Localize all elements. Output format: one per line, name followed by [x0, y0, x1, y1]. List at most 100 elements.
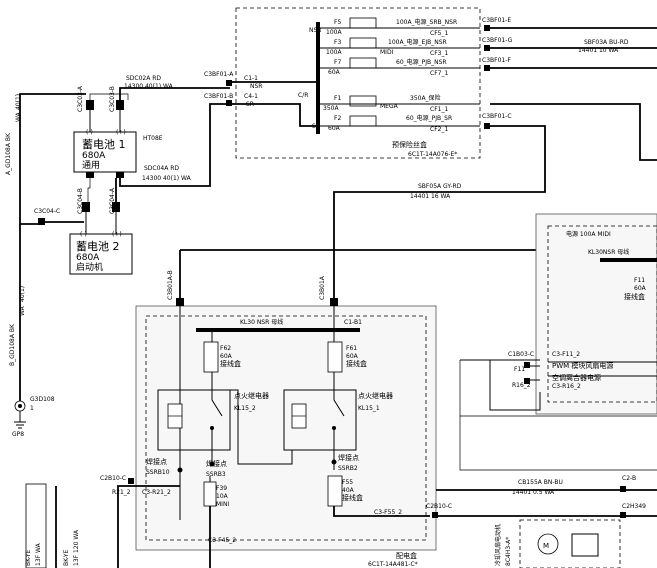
- battery-1-conn-left: C3C03-A: [77, 85, 84, 112]
- c1-label: C1-1: [244, 75, 258, 82]
- wire-sbf05a: [333, 125, 546, 298]
- svg-text:C2-B: C2-B: [622, 475, 636, 482]
- battery-1-plus: (+): [116, 129, 126, 136]
- fuse-f2: F2 60_电源_PJB_SR CF2_1 60A: [318, 114, 480, 133]
- svg-text:KL30NSR 母线: KL30NSR 母线: [588, 248, 629, 256]
- sbf05a-label: SBF05A GY-RD: [418, 183, 462, 190]
- svg-text:60A: 60A: [328, 125, 341, 132]
- pdb-bus-label: KL30 NSR 母线: [240, 318, 283, 326]
- battery-1-type: 通用: [82, 160, 100, 171]
- battery-1-box: [73, 131, 137, 173]
- svg-text:接线盒: 接线盒: [342, 493, 363, 502]
- relay-right: 点火继电器 KL15_1: [283, 372, 393, 451]
- battery-2-spec: 680A: [76, 253, 100, 263]
- wire-f1-out: [490, 103, 657, 161]
- sbf03a-code: 14401 10 WA: [578, 47, 619, 54]
- pdb-title: 配电盒: [396, 551, 417, 560]
- svg-text:接线盒: 接线盒: [624, 292, 645, 301]
- sdc04a-code: 14300 40(1) WA: [142, 175, 192, 182]
- svg-text:MEGA: MEGA: [380, 103, 399, 110]
- svg-text:G3D108: G3D108: [30, 396, 55, 403]
- svg-text:C2B10-C: C2B10-C: [426, 503, 452, 510]
- pdb-partno: 6C1T-14A481-C*: [368, 561, 418, 568]
- svg-text:C3BF01-A: C3BF01-A: [204, 71, 234, 78]
- svg-text:C3BF01-F: C3BF01-F: [482, 57, 511, 64]
- battery-1-conn-right: C3C03-B: [109, 86, 116, 112]
- svg-text:KL15_1: KL15_1: [358, 405, 380, 412]
- agd108a-code: WA: [15, 111, 22, 122]
- svg-text:F11: F11: [634, 277, 645, 284]
- svg-text:100A: 100A: [326, 49, 342, 56]
- c3-f55: C3-F55_2: [374, 509, 402, 516]
- wire-agd108a: [19, 93, 86, 190]
- svg-text:F62: F62: [220, 345, 231, 352]
- svg-text:350A: 350A: [323, 105, 339, 112]
- fuse-f62: F62 60A 接线盒: [203, 341, 241, 373]
- svg-text:SSRB3: SSRB3: [206, 471, 226, 478]
- svg-text:350A_保险: 350A_保险: [410, 94, 441, 102]
- fuse-f55: F55 40A 接线盒: [327, 475, 363, 507]
- svg-text:C2B10-C: C2B10-C: [100, 475, 126, 482]
- svg-text:C3B01A: C3B01A: [319, 275, 326, 300]
- c4-label: C4-1: [244, 93, 258, 100]
- svg-text:C3-R16_2: C3-R16_2: [552, 383, 581, 390]
- cooling-fan-motor: M 冷却风扇电动机 8C4H3-A*: [494, 519, 621, 568]
- battery-1-spec: 680A: [82, 151, 106, 161]
- svg-text:SSRB2: SSRB2: [338, 465, 358, 472]
- right-junction-box: 电源 100A MIDI KL30NSR 母线 F11 60A 接线盒 C3-F…: [535, 213, 657, 415]
- svg-text:MIDI: MIDI: [380, 49, 394, 56]
- svg-text:100A_电源_EJB_NSR: 100A_电源_EJB_NSR: [388, 38, 447, 46]
- svg-text:C3B01A-B: C3B01A-B: [167, 270, 174, 300]
- battery-1: 蓄电池 1 680A 通用 HT08E (-) (+) C3C03-A C3C0…: [73, 85, 163, 178]
- fuse-f7: F7 60_电源_PJB_NSR CF7_1 60A: [318, 57, 480, 77]
- svg-text:40A: 40A: [342, 487, 355, 494]
- cr-label: C/R: [298, 92, 308, 99]
- svg-text:60_电源_PJB_SR: 60_电源_PJB_SR: [406, 114, 452, 122]
- battery-2-conn-side: C3C04-C: [34, 208, 60, 215]
- svg-text:1: 1: [30, 405, 34, 412]
- svg-text:KL15_2: KL15_2: [234, 405, 256, 412]
- svg-text:CF5_1: CF5_1: [430, 30, 448, 37]
- sbf05a-code: 14401 16 WA: [410, 193, 451, 200]
- battery-2-title: 蓄电池 2: [76, 240, 120, 253]
- svg-text:60A: 60A: [346, 353, 359, 360]
- svg-text:C3BF01-G: C3BF01-G: [482, 37, 513, 44]
- svg-text:40(1): 40(1): [15, 94, 22, 110]
- fuse-f3: F3 100A_电源_EJB_NSR CF3_1 100A MIDI: [318, 37, 480, 57]
- svg-text:C1B03-C: C1B03-C: [508, 351, 534, 358]
- svg-text:60_电源_PJB_NSR: 60_电源_PJB_NSR: [396, 58, 447, 66]
- svg-text:CF7_1: CF7_1: [430, 70, 448, 77]
- svg-text:CF1_1: CF1_1: [430, 106, 448, 113]
- prefuse-box-frame: [235, 7, 481, 159]
- battery-2-plus: (+): [112, 231, 122, 238]
- pdb-bus-conn: C1-B1: [344, 319, 362, 326]
- pdb-box: KL30 NSR 母线 C1-B1 配电盒 6C1T-14A481-C* C3B…: [100, 249, 657, 568]
- svg-text:接线盒: 接线盒: [220, 359, 241, 368]
- svg-text:8C4H3-A*: 8C4H3-A*: [505, 537, 512, 566]
- svg-text:M: M: [543, 542, 549, 550]
- svg-text:SSRB10: SSRB10: [146, 469, 170, 476]
- battery-1-minus: (-): [86, 129, 93, 136]
- svg-text:冷却风扇电动机: 冷却风扇电动机: [494, 524, 502, 566]
- nsr-label: NSR: [309, 27, 321, 34]
- svg-text:10A: 10A: [216, 493, 229, 500]
- svg-text:BK-YE: BK-YE: [25, 549, 32, 566]
- battery-2-minus: (-): [80, 231, 87, 238]
- svg-text:CF3_1: CF3_1: [430, 50, 448, 57]
- bgd108a-code: WA: [19, 305, 26, 316]
- svg-text:R16_2: R16_2: [512, 382, 531, 389]
- svg-text:MINI: MINI: [216, 501, 229, 508]
- svg-text:空调离合器电源: 空调离合器电源: [552, 373, 601, 382]
- svg-text:接线盒: 接线盒: [346, 359, 367, 368]
- prefuse-right-connectors: C3BF01-E C3BF01-G C3BF01-F C3BF01-C: [482, 17, 513, 129]
- svg-text:F39: F39: [216, 485, 227, 492]
- battery-2-conn-right: C3C04-A: [109, 187, 116, 214]
- svg-text:C3BF01-C: C3BF01-C: [482, 113, 512, 120]
- svg-text:BK-YE: BK-YE: [63, 549, 70, 566]
- svg-text:F7: F7: [334, 59, 341, 66]
- fuse-f1: F1 350A_保险 CF1_1 350A MEGA: [318, 94, 480, 113]
- battery-2-conn-left: C3C04-B: [77, 188, 84, 214]
- battery-1-part: HT08E: [143, 135, 163, 142]
- cb155a-code: 14401 0.5 WA: [512, 489, 555, 496]
